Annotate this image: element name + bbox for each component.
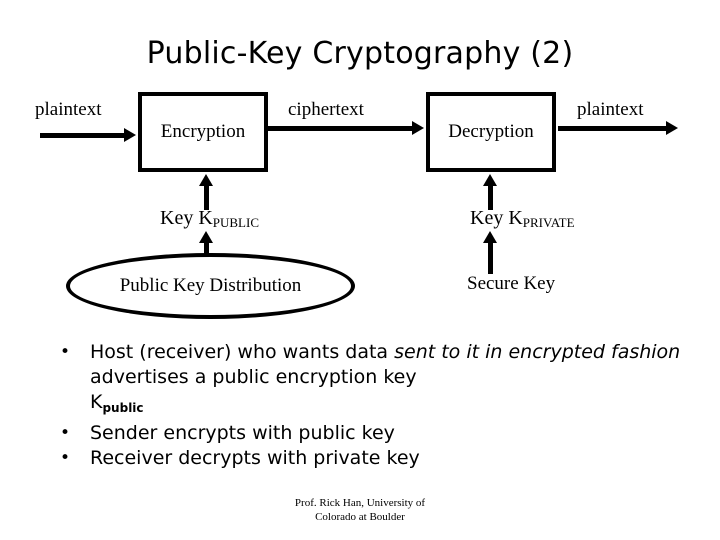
arrow-encryption-to-decryption-head xyxy=(412,121,424,135)
footer-line-2: Colorado at Boulder xyxy=(315,511,405,523)
label-key-public-base: Key K xyxy=(160,207,213,229)
arrow-plaintext-to-encryption-line xyxy=(40,133,126,138)
ellipse-public-key-distribution-label: Public Key Distribution xyxy=(119,275,302,296)
label-key-private-subscript: PRIVATE xyxy=(522,215,575,230)
arrow-decryption-to-plaintext-line xyxy=(558,126,668,131)
bullet-marker: • xyxy=(60,342,71,362)
bullet-list: • Host (receiver) who wants data sent to… xyxy=(52,340,702,471)
label-input-plaintext: plaintext xyxy=(35,99,102,120)
bullet-1-key-subscript: public xyxy=(102,401,144,415)
label-output-plaintext: plaintext xyxy=(577,99,644,120)
arrow-encryption-to-decryption-line xyxy=(268,126,414,131)
footer-line-1: Prof. Rick Han, University of xyxy=(294,497,426,509)
label-secure-key: Secure Key xyxy=(467,273,556,294)
arrow-publickey-to-encryption-line xyxy=(204,185,209,210)
box-encryption-label: Encryption xyxy=(160,121,246,142)
label-key-public: Key KPUBLIC xyxy=(160,207,259,230)
arrow-privatekey-to-decryption-head xyxy=(483,174,497,186)
arrow-plaintext-to-encryption-head xyxy=(124,128,136,142)
label-key-private-base: Key K xyxy=(470,207,523,229)
bullet-item-3: • Receiver decrypts with private key xyxy=(52,446,702,471)
arrow-distribution-to-publickey-head xyxy=(199,231,213,243)
arrow-decryption-to-plaintext-head xyxy=(666,121,678,135)
box-decryption[interactable]: Decryption xyxy=(426,92,556,172)
bullet-item-1: • Host (receiver) who wants data sent to… xyxy=(52,340,702,417)
arrow-privatekey-to-decryption-line xyxy=(488,185,493,210)
bullet-marker: • xyxy=(60,423,71,443)
box-decryption-label: Decryption xyxy=(448,121,534,142)
bullet-1-run2: advertises a public encryption key xyxy=(90,366,417,388)
arrow-securekey-to-privatekey-line xyxy=(488,242,493,274)
page-title: Public-Key Cryptography (2) xyxy=(146,36,574,71)
arrow-publickey-to-encryption-head xyxy=(199,174,213,186)
arrow-securekey-to-privatekey-head xyxy=(483,231,497,243)
box-encryption[interactable]: Encryption xyxy=(138,92,268,172)
bullet-text-1: Host (receiver) who wants data sent to i… xyxy=(90,340,702,417)
label-key-private: Key KPRIVATE xyxy=(470,207,575,230)
ellipse-public-key-distribution[interactable]: Public Key Distribution xyxy=(66,253,355,319)
bullet-text-2: Sender encrypts with public key xyxy=(90,422,395,444)
footer-credit: Prof. Rick Han, University of Colorado a… xyxy=(0,496,720,524)
bullet-item-2: • Sender encrypts with public key xyxy=(52,421,702,446)
label-key-public-subscript: PUBLIC xyxy=(212,215,259,230)
bullet-1-run1: Host (receiver) who wants data xyxy=(90,341,395,363)
label-ciphertext: ciphertext xyxy=(288,99,364,120)
bullet-1-key-base: K xyxy=(90,391,103,413)
bullet-marker: • xyxy=(60,448,71,468)
bullet-text-3: Receiver decrypts with private key xyxy=(90,447,420,469)
bullet-1-italic: sent to it in encrypted fashion xyxy=(394,341,681,363)
